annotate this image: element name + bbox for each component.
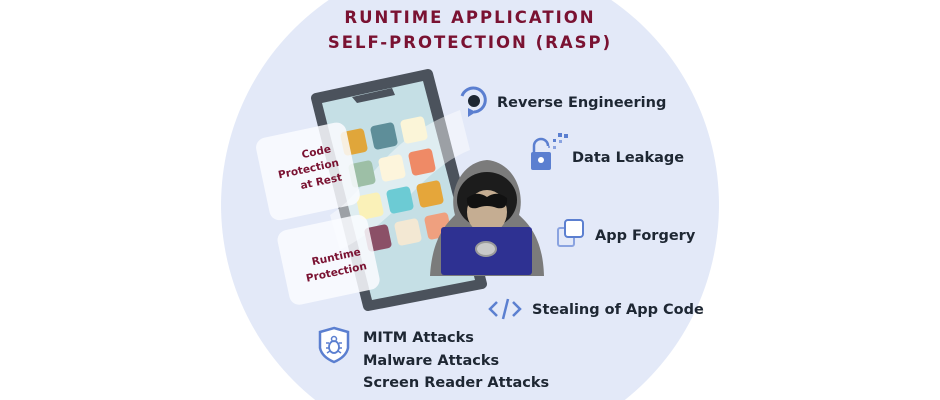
- hacker-illustration: [430, 160, 544, 276]
- threat-malware-attacks: Malware Attacks: [363, 353, 499, 369]
- app-tile-icon: [356, 192, 384, 220]
- app-tile-icon: [408, 148, 436, 176]
- threat-app-forgery: App Forgery: [595, 228, 696, 244]
- code-brackets-icon: [488, 298, 522, 320]
- app-tile-icon: [378, 154, 406, 182]
- copy-icon: [557, 219, 584, 247]
- app-tile-icon: [386, 186, 414, 214]
- unlocked-padlock-icon: [531, 133, 568, 170]
- threat-reverse-engineering: Reverse Engineering: [497, 95, 666, 111]
- threat-mitm-attacks: MITM Attacks: [363, 330, 474, 346]
- app-tile-icon: [400, 116, 428, 144]
- threat-data-leakage: Data Leakage: [572, 150, 684, 166]
- threat-stealing-app-code: Stealing of App Code: [532, 302, 704, 318]
- code-protection-at-rest-card: Code Protection at Rest: [256, 122, 360, 221]
- threat-screen-reader-attacks: Screen Reader Attacks: [363, 375, 549, 391]
- reverse-engineering-icon: [460, 86, 487, 117]
- app-tile-icon: [416, 180, 444, 208]
- app-tile-icon: [370, 122, 398, 150]
- runtime-protection-card: Runtime Protection: [277, 214, 380, 305]
- title-line-2: SELF-PROTECTION (RASP): [328, 33, 612, 52]
- title-line-1: RUNTIME APPLICATION: [344, 8, 595, 27]
- shield-bug-icon: [318, 326, 350, 364]
- app-tile-icon: [394, 218, 422, 246]
